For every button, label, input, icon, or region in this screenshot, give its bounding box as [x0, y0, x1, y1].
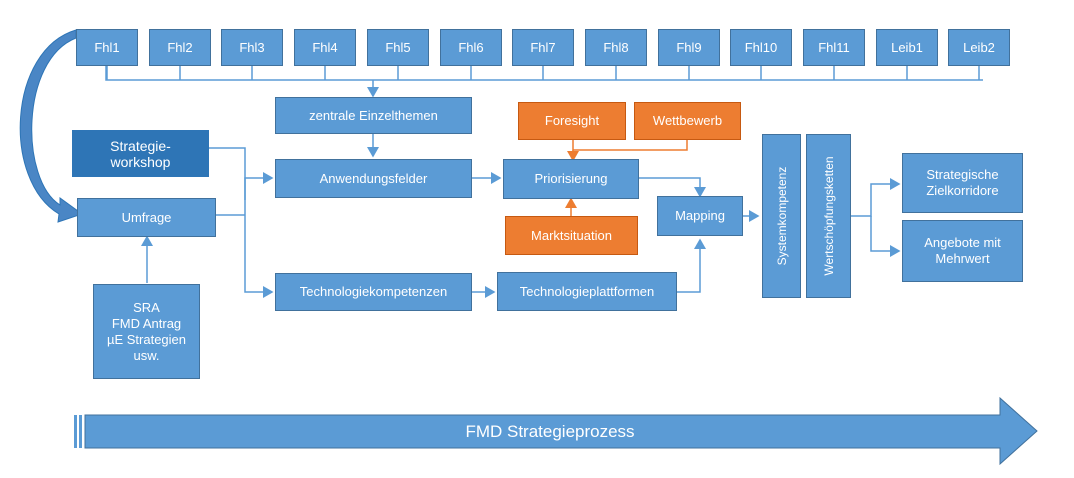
- top-bus-line: [105, 66, 983, 81]
- priorisierung-box: Priorisierung: [503, 159, 639, 199]
- top-box-fhl3: Fhl3: [221, 29, 283, 66]
- wertschoepfungsketten-label: Wertschöpfungsketten: [821, 156, 836, 276]
- technologieplattformen-box: Technologieplattformen: [497, 272, 677, 311]
- technologiekompetenzen-box: Technologiekompetenzen: [275, 273, 472, 311]
- top-box-fhl9: Fhl9: [658, 29, 720, 66]
- top-box-fhl8: Fhl8: [585, 29, 647, 66]
- mapping-box: Mapping: [657, 196, 743, 236]
- wertschoepfungsketten-box: Wertschöpfungsketten: [806, 134, 851, 298]
- top-box-fhl4: Fhl4: [294, 29, 356, 66]
- wettbewerb-box: Wettbewerb: [634, 102, 741, 140]
- foresight-box: Foresight: [518, 102, 626, 140]
- top-box-fhl6: Fhl6: [440, 29, 502, 66]
- top-box-fhl10: Fhl10: [730, 29, 792, 66]
- process-arrow: [74, 396, 1038, 466]
- strategische-zielkorridore-box: Strategische Zielkorridore: [902, 153, 1023, 213]
- systemkompetenz-label: Systemkompetenz: [774, 166, 789, 266]
- anwendungsfelder-box: Anwendungsfelder: [275, 159, 472, 198]
- sra-box: SRA FMD Antrag µE Strategien usw.: [93, 284, 200, 379]
- angebote-mit-mehrwert-box: Angebote mit Mehrwert: [902, 220, 1023, 282]
- top-box-leib2: Leib2: [948, 29, 1010, 66]
- curved-feedback-arrow: [19, 29, 84, 223]
- marktsituation-box: Marktsituation: [505, 216, 638, 255]
- to-anwendung-arrow: [244, 172, 274, 215]
- wert-to-ziel-arrow: [851, 178, 901, 217]
- strategie-workshop-box: Strategie- workshop: [72, 130, 209, 177]
- top-box-fhl11: Fhl11: [803, 29, 865, 66]
- umfrage-box: Umfrage: [77, 198, 216, 237]
- prior-to-mapping-arrow: [639, 177, 706, 198]
- process-arrow-label: FMD Strategieprozess: [465, 422, 635, 441]
- systemkompetenz-box: Systemkompetenz: [762, 134, 801, 298]
- top-box-fhl2: Fhl2: [149, 29, 211, 66]
- top-box-leib1: Leib1: [876, 29, 938, 66]
- top-box-fhl7: Fhl7: [512, 29, 574, 66]
- wert-to-angebote-arrow: [870, 216, 901, 257]
- top-box-fhl5: Fhl5: [367, 29, 429, 66]
- zentrale-einzelthemen-box: zentrale Einzelthemen: [275, 97, 472, 134]
- workshop-connector: [209, 147, 246, 200]
- foresight-wettbewerb-connector: [572, 140, 688, 151]
- to-techkomp-arrow: [244, 215, 274, 298]
- plattform-to-mapping-arrow: [677, 238, 706, 293]
- top-box-fhl1: Fhl1: [76, 29, 138, 66]
